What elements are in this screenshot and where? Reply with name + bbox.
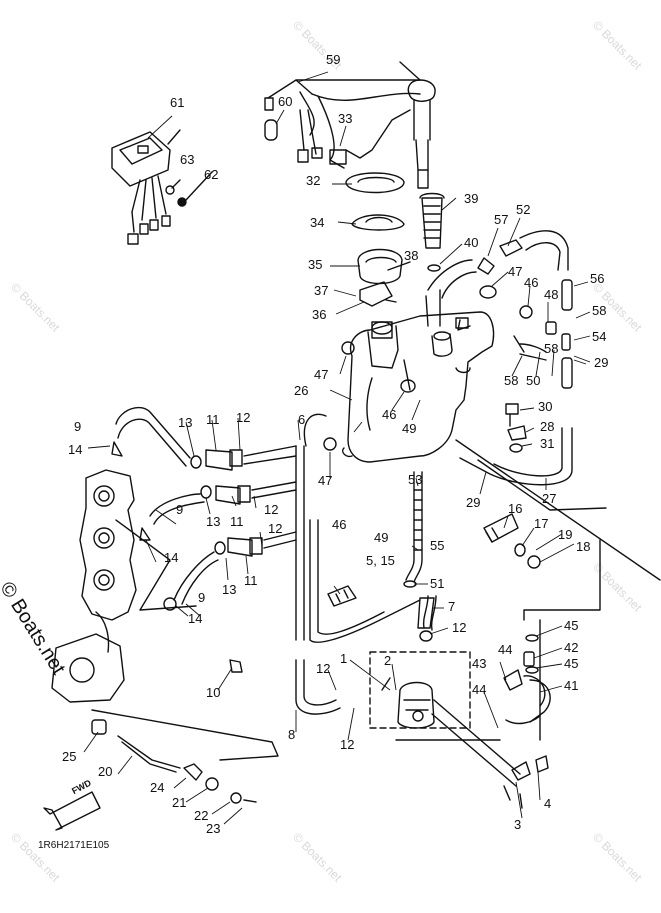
- callout-11-low: 11: [244, 573, 258, 588]
- callout-34: 34: [310, 215, 325, 230]
- callout-58-mid: 58: [544, 341, 559, 356]
- callout-48: 48: [544, 287, 559, 302]
- callout-37: 37: [314, 283, 329, 298]
- callout-32: 32: [306, 173, 321, 188]
- callout-29-right: 29: [594, 355, 609, 370]
- callout-62: 62: [204, 167, 219, 182]
- callout-16: 16: [508, 501, 523, 516]
- callout-59: 59: [326, 52, 341, 67]
- callout-53: 53: [408, 472, 423, 487]
- callout-50: 50: [526, 373, 541, 388]
- callout-12-left: 12: [316, 661, 331, 676]
- callout-42: 42: [564, 640, 579, 655]
- callout-46-mid: 46: [382, 407, 397, 422]
- callout-28: 28: [540, 419, 555, 434]
- callout-47-low: 47: [318, 473, 333, 488]
- callout-13-top: 13: [178, 415, 193, 430]
- callout-20: 20: [98, 764, 113, 779]
- callout-13-mid: 13: [206, 514, 221, 529]
- callout-12-mid: 12: [264, 502, 279, 517]
- callout-47-left: 47: [314, 367, 329, 382]
- callout-46-upper: 46: [524, 275, 539, 290]
- callout-4: 4: [544, 796, 552, 811]
- callout-22: 22: [194, 808, 209, 823]
- callout-45-top: 45: [564, 618, 579, 633]
- callout-19: 19: [558, 527, 573, 542]
- callout-47-upper: 47: [508, 264, 523, 279]
- callout-17: 17: [534, 516, 549, 531]
- callout-44-low: 44: [472, 682, 487, 697]
- callout-63: 63: [180, 152, 195, 167]
- callout-14-low: 14: [188, 611, 203, 626]
- callout-9-mid: 9: [176, 502, 184, 517]
- callout-58-top: 58: [592, 303, 607, 318]
- callout-12-low: 12: [340, 737, 355, 752]
- callout-49-low: 49: [374, 530, 389, 545]
- callout-14-top: 14: [68, 442, 83, 457]
- callout-43: 43: [472, 656, 487, 671]
- callout-25: 25: [62, 749, 77, 764]
- callout-10: 10: [206, 685, 221, 700]
- coil-unit-61: [111, 131, 171, 245]
- callout-12-top: 12: [236, 410, 251, 425]
- callout-49-upper: 49: [402, 421, 417, 436]
- callout-58-low: 58: [504, 373, 519, 388]
- callout-12-pump: 12: [452, 620, 467, 635]
- callout-9-top: 9: [74, 419, 82, 434]
- callout-55: 55: [430, 538, 445, 553]
- callout-12-mid2: 12: [268, 521, 283, 536]
- callout-54: 54: [592, 329, 607, 344]
- callout-13-low: 13: [222, 582, 237, 597]
- callout-44-top: 44: [498, 642, 513, 657]
- callout-29-mid: 29: [466, 495, 481, 510]
- callout-3: 3: [514, 817, 522, 832]
- callout-61: 61: [170, 95, 185, 110]
- callout-30: 30: [538, 399, 553, 414]
- callout-57: 57: [494, 212, 509, 227]
- callout-41: 41: [564, 678, 579, 693]
- callout-21: 21: [172, 795, 187, 810]
- callout-7: 7: [448, 599, 456, 614]
- callout-33: 33: [338, 111, 353, 126]
- callout-14-mid: 14: [164, 550, 179, 565]
- callout-5-15: 5, 15: [366, 553, 395, 568]
- callout-52: 52: [516, 202, 531, 217]
- callout-11-mid: 11: [230, 514, 244, 529]
- callout-46-low: 46: [332, 517, 347, 532]
- callout-35: 35: [308, 257, 323, 272]
- callout-24: 24: [150, 780, 165, 795]
- callout-56: 56: [590, 271, 605, 286]
- callout-8: 8: [288, 727, 296, 742]
- callout-26: 26: [294, 383, 309, 398]
- callout-31: 31: [540, 436, 555, 451]
- callout-27: 27: [542, 491, 557, 506]
- callout-11-top: 11: [206, 412, 220, 427]
- callout-45-low: 45: [564, 656, 579, 671]
- callout-6: 6: [298, 412, 306, 427]
- callout-39: 39: [464, 191, 479, 206]
- callout-51: 51: [430, 576, 445, 591]
- callout-1: 1: [340, 651, 348, 666]
- callout-36: 36: [312, 307, 327, 322]
- callout-40: 40: [464, 235, 479, 250]
- callout-23: 23: [206, 821, 221, 836]
- callout-18: 18: [576, 539, 591, 554]
- diagram-code: 1R6H2171E105: [38, 840, 110, 851]
- callout-38: 38: [404, 248, 419, 263]
- callout-9-low: 9: [198, 590, 206, 605]
- callout-2: 2: [384, 653, 392, 668]
- callout-60: 60: [278, 94, 293, 109]
